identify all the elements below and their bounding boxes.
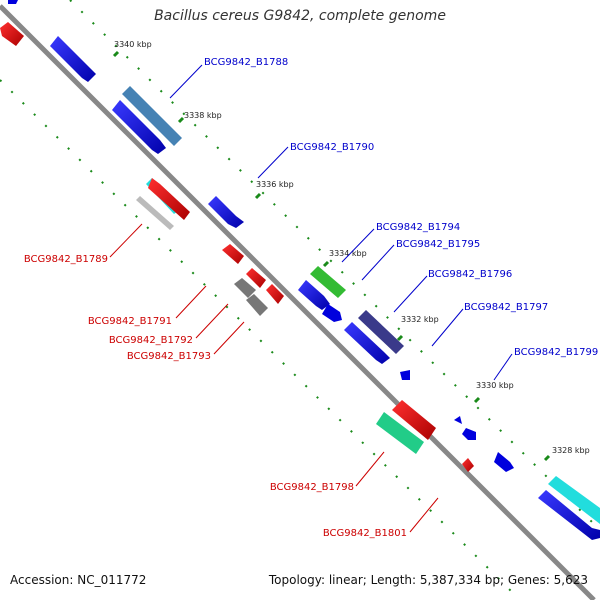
gene-arrow-fwd-3[interactable] [322,304,342,322]
gene-arrow-rev-2[interactable] [148,178,190,220]
gene-label-b1794[interactable]: BCG9842_B1794 [376,222,460,233]
gene-arrow-fwd-2[interactable] [112,100,166,154]
gene-arrow-cyan[interactable] [548,476,600,524]
reverse-gene-labels[interactable]: BCG9842_B1789 BCG9842_B1791 BCG9842_B179… [24,254,407,539]
gene-arrow-b1790[interactable] [208,196,244,228]
gene-arrow-b1791[interactable] [222,244,244,264]
gene-arrow-b1798-green[interactable] [376,412,424,454]
map-title: Bacillus cereus G9842, complete genome [154,8,446,24]
tick-mark-3332 [396,334,404,342]
gene-arrow-fwd-1[interactable] [50,36,96,82]
gene-label-b1796[interactable]: BCG9842_B1796 [428,269,512,280]
gene-arrow-b1789-grey[interactable] [136,196,174,230]
tick-label-3328: 3328 kbp [552,446,590,455]
reverse-genes[interactable] [0,22,474,472]
tick-label-3332: 3332 kbp [401,315,439,324]
forward-gene-labels[interactable]: BCG9842_B1788 BCG9842_B1790 BCG9842_B179… [204,57,598,358]
gene-label-b1799[interactable]: BCG9842_B1799 [514,347,598,358]
tick-mark-3338 [177,116,185,124]
tick-mark-3336 [254,192,262,200]
gene-label-b1798[interactable]: BCG9842_B1798 [270,482,354,493]
genome-summary-text: Topology: linear; Length: 5,387,334 bp; … [268,573,588,587]
gene-label-b1790[interactable]: BCG9842_B1790 [290,142,374,153]
gene-label-b1795[interactable]: BCG9842_B1795 [396,239,480,250]
gene-arrow-b1796[interactable] [358,310,404,354]
tick-label-3336: 3336 kbp [256,180,294,189]
tick-label-3338: 3338 kbp [184,111,222,120]
tick-label-3340: 3340 kbp [114,40,152,49]
gene-arrow-b1799[interactable] [494,452,514,472]
gene-arrow-b1801[interactable] [462,458,474,472]
gene-label-b1789[interactable]: BCG9842_B1789 [24,254,108,265]
tick-mark-3340 [112,50,120,58]
gene-label-b1791[interactable]: BCG9842_B1791 [88,316,172,327]
gene-arrow-fwd-4[interactable] [400,370,410,380]
gene-arrow-b1792[interactable] [246,268,266,288]
gene-arrow-b1794[interactable] [310,266,346,298]
accession-text: Accession: NC_011772 [10,573,147,587]
gene-arrow-b1792-grey[interactable] [234,278,256,298]
gene-arrow-b1797[interactable] [344,322,390,364]
tick-marks [112,50,551,462]
gene-arrow-fwd-edge[interactable] [8,0,18,4]
gene-arrow-rev-1[interactable] [0,22,24,46]
tick-mark-3334 [322,260,330,268]
ruler-guide-inner [0,79,521,600]
gene-arrow-fwd-7[interactable] [538,490,600,540]
gene-label-b1793[interactable]: BCG9842_B1793 [127,351,211,362]
gene-arrow-b1798[interactable] [392,400,436,440]
gene-label-b1788[interactable]: BCG9842_B1788 [204,57,288,68]
gene-arrow-fwd-6[interactable] [462,428,476,440]
tick-mark-3328 [543,454,551,462]
gene-label-b1801[interactable]: BCG9842_B1801 [323,528,407,539]
gene-arrow-b1788[interactable] [122,86,182,146]
gene-arrow-b1793[interactable] [266,284,284,304]
forward-genes[interactable] [8,0,600,540]
gene-arrow-b1793-grey[interactable] [246,294,268,316]
tick-mark-3330 [473,396,481,404]
tick-labels: 3340 kbp 3338 kbp 3336 kbp 3334 kbp 3332… [114,40,590,455]
gene-arrow-fwd-5[interactable] [454,416,462,424]
tick-label-3330: 3330 kbp [476,381,514,390]
gene-label-b1797[interactable]: BCG9842_B1797 [464,302,548,313]
label-leaders [109,64,513,533]
genome-backbone [0,4,596,600]
gene-label-b1792[interactable]: BCG9842_B1792 [109,335,193,346]
ruler-guide-outer [69,0,600,531]
tick-label-3334: 3334 kbp [329,249,367,258]
gene-arrow-b1795[interactable] [298,280,330,310]
